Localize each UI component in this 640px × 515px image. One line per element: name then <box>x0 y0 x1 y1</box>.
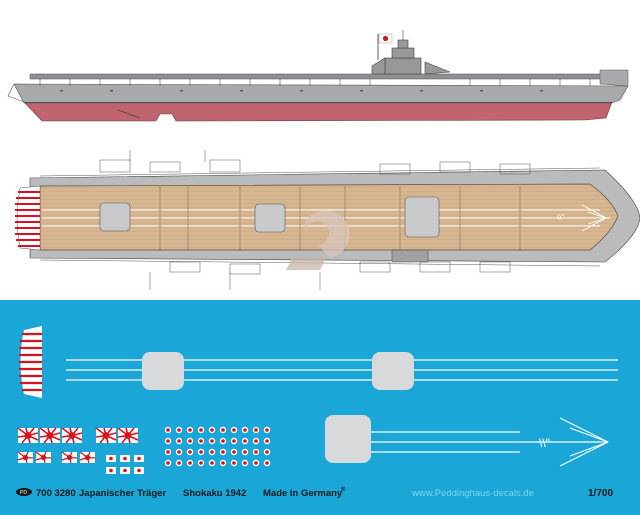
hinomaru-center <box>254 428 258 432</box>
hinomaru-center <box>210 461 214 465</box>
ship-side-profile <box>7 30 629 122</box>
hinomaru-center <box>254 461 258 465</box>
hinomaru-center <box>221 439 225 443</box>
footer-registered: ® <box>341 486 346 493</box>
hinomaru-center <box>265 461 269 465</box>
hinomaru-center <box>232 439 236 443</box>
hinomaru-center <box>188 439 192 443</box>
hull-lower-red <box>23 101 613 122</box>
hinomaru-center <box>210 428 214 432</box>
deck-marking-top: \\" <box>557 213 564 222</box>
hinomaru-center <box>221 428 225 432</box>
ship-island <box>371 30 451 75</box>
hinomaru-center <box>199 439 203 443</box>
hinomaru-center <box>243 439 247 443</box>
hinomaru-center <box>232 428 236 432</box>
hinomaru-center <box>177 461 181 465</box>
rising-sun-flag-icon <box>17 427 139 464</box>
deck-marking-decal: \\" <box>539 436 550 450</box>
flag-icon-small <box>106 455 144 474</box>
hinomaru-icon <box>164 426 271 467</box>
hinomaru-center <box>188 450 192 454</box>
hinomaru-center <box>265 428 269 432</box>
hinomaru-center <box>210 450 214 454</box>
hinomaru-center <box>166 450 170 454</box>
hinomaru-center <box>166 461 170 465</box>
watermark-icon <box>286 210 350 270</box>
stern-stripes <box>15 185 41 251</box>
stern-stripe-decal <box>19 326 42 398</box>
hinomaru-center <box>199 461 203 465</box>
hinomaru-center <box>232 450 236 454</box>
hinomaru-center <box>166 428 170 432</box>
flag-icon <box>378 33 393 44</box>
hinomaru-center <box>210 439 214 443</box>
hinomaru-center <box>177 450 181 454</box>
hinomaru-center <box>243 428 247 432</box>
footer-subject: Japanischer Träger <box>79 488 166 499</box>
hinomaru-center <box>188 428 192 432</box>
hinomaru-center <box>254 450 258 454</box>
decal-sheet <box>0 300 640 515</box>
hinomaru-center <box>221 461 225 465</box>
hinomaru-center <box>254 439 258 443</box>
hinomaru-center <box>265 450 269 454</box>
hinomaru-center <box>265 439 269 443</box>
hinomaru-center <box>199 428 203 432</box>
footer-website[interactable]: www.Peddinghaus-decals.de <box>411 488 534 499</box>
hinomaru-center <box>166 439 170 443</box>
hinomaru-center <box>177 428 181 432</box>
hull-upper-grey <box>13 83 629 104</box>
footer-ship: Shokaku 1942 <box>183 488 246 499</box>
footer-made-in: Made in Germany <box>263 488 343 499</box>
footer-catalog: 700 3280 <box>36 488 76 499</box>
svg-text:PD: PD <box>20 490 27 496</box>
hinomaru-center <box>177 439 181 443</box>
hinomaru-center <box>243 461 247 465</box>
logo-icon: PD <box>16 488 32 496</box>
elevator-icon <box>142 352 414 463</box>
footer-scale: 1/700 <box>588 488 613 499</box>
hinomaru-center <box>199 450 203 454</box>
hinomaru-center <box>243 450 247 454</box>
hinomaru-center <box>232 461 236 465</box>
hinomaru-center <box>221 450 225 454</box>
hinomaru-center <box>188 461 192 465</box>
